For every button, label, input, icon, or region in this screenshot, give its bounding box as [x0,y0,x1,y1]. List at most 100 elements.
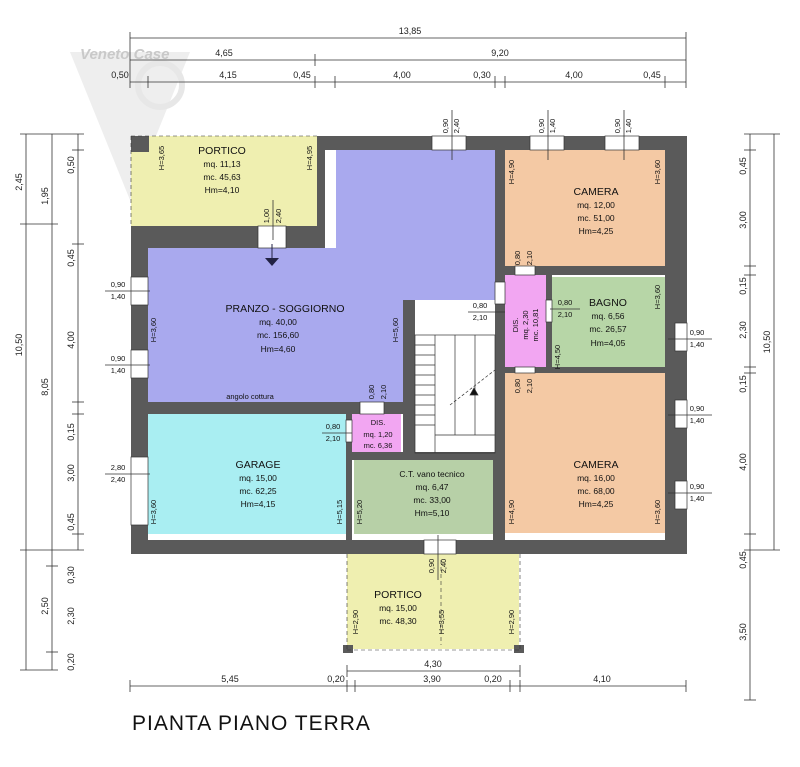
walls [131,136,687,653]
svg-text:H=3,60: H=3,60 [149,500,158,524]
svg-text:mq. 1,20: mq. 1,20 [363,430,392,439]
svg-text:mq. 2,30: mq. 2,30 [521,310,530,339]
dim-top-row3-6: 0,45 [643,70,661,80]
svg-text:0,90: 0,90 [111,280,126,289]
dim-left-mid-4: 0,20 [66,653,76,671]
dim-top-row2-0: 4,65 [215,48,233,58]
svg-text:Hm=4,60: Hm=4,60 [261,344,296,354]
dim-top-row3-4: 0,30 [473,70,491,80]
svg-text:H=4,50: H=4,50 [553,345,562,369]
room-camera-bottom: CAMERA mq. 16,00 mc. 68,00 Hm=4,25 [574,459,619,509]
svg-text:0,90: 0,90 [690,404,705,413]
staircase [414,334,496,454]
room-name: GARAGE [236,459,281,471]
svg-text:mc. 10,81: mc. 10,81 [531,309,540,342]
svg-text:mc. 6,36: mc. 6,36 [364,441,393,450]
dis-left-fill [352,414,401,452]
dim-right-inner-2: 0,15 [738,277,748,295]
height-labels: H=3,65 H=4,95 H=4,90 H=3,60 H=3,60 H=5,6… [149,146,662,634]
dim-left-inner-5: 0,45 [66,513,76,531]
dim-left-inner-4: 3,00 [66,464,76,482]
svg-text:2,40: 2,40 [111,475,126,484]
dim-left-outer-2: 2,50 [40,597,50,615]
svg-text:2,10: 2,10 [558,310,573,319]
svg-text:0,90: 0,90 [441,119,450,134]
dim-right-inner-5: 4,00 [738,453,748,471]
svg-text:2,10: 2,10 [473,313,488,322]
dim-bottom-row2-0: 5,45 [221,674,239,684]
dim-bottom-row2-1: 0,20 [327,674,345,684]
watermark-text: Veneto Case [80,46,170,63]
dim-right-inner-1: 3,00 [738,211,748,229]
opening-labels: 0,90 2,40 0,90 1,40 0,90 1,40 1,00 2,40 … [105,110,712,580]
ct-fill [354,460,493,534]
dim-bottom-row2-3: 0,20 [484,674,502,684]
dimensions-top: 13,85 4,65 9,20 0,50 4,15 0,45 4,00 0,30… [111,26,687,88]
dim-right-inner-3: 2,30 [738,321,748,339]
dim-left-outer-1: 10,50 [14,334,24,357]
svg-text:mq. 40,00: mq. 40,00 [259,317,297,327]
room-name: CAMERA [574,186,619,198]
svg-text:0,90: 0,90 [427,559,436,574]
dim-left-inner-1: 0,45 [66,249,76,267]
svg-text:1,40: 1,40 [690,340,705,349]
dimensions-bottom: 4,30 5,45 0,20 3,90 0,20 4,10 [129,659,687,692]
dim-left-mid-3: 2,30 [66,607,76,625]
dim-top-row3-1: 4,15 [219,70,237,80]
dimensions-right: 0,45 3,00 0,15 2,30 0,15 4,00 0,45 3,50 … [738,133,780,701]
dim-right-outer: 10,50 [762,331,772,354]
room-dis-right: DIS. mq. 2,30 mc. 10,81 [511,309,540,342]
svg-text:Hm=4,10: Hm=4,10 [205,185,240,195]
svg-text:2,40: 2,40 [439,559,448,574]
room-name: C.T. vano tecnico [399,469,464,479]
room-name: DIS. [371,418,386,427]
entry-arrow [265,244,279,266]
svg-text:0,90: 0,90 [111,354,126,363]
svg-text:H=2,90: H=2,90 [507,610,516,634]
svg-text:0,90: 0,90 [690,482,705,491]
camera-bottom-fill [505,373,665,533]
svg-text:mq. 15,00: mq. 15,00 [239,473,277,483]
svg-text:Hm=5,10: Hm=5,10 [415,508,450,518]
dim-right-inner-6: 0,45 [738,551,748,569]
svg-text:mq. 15,00: mq. 15,00 [379,603,417,613]
svg-text:Hm=4,05: Hm=4,05 [591,338,626,348]
svg-text:H=2,90: H=2,90 [351,610,360,634]
room-name: CAMERA [574,459,619,471]
svg-text:H=5,15: H=5,15 [335,500,344,524]
svg-text:H=3,60: H=3,60 [653,285,662,309]
svg-text:mc. 48,30: mc. 48,30 [379,616,417,626]
camera-top-fill [505,150,665,266]
portico-top-fill [131,136,317,226]
svg-text:0,80: 0,80 [367,385,376,400]
room-dis-left: DIS. mq. 1,20 mc. 6,36 [363,418,392,450]
portico-outline [130,135,521,651]
svg-text:mq. 16,00: mq. 16,00 [577,473,615,483]
dimensions-left: 2,45 10,50 2,50 1,95 8,05 0,30 2,30 0,20… [14,133,84,671]
watermark-logo [70,52,190,200]
svg-text:Hm=4,25: Hm=4,25 [579,226,614,236]
room-garage: GARAGE mq. 15,00 mc. 62,25 Hm=4,15 [236,459,281,509]
room-pranzo-soggiorno: PRANZO - SOGGIORNO mq. 40,00 mc. 156,60 … [225,303,344,401]
dim-left-inner-0: 0,50 [66,156,76,174]
svg-text:2,40: 2,40 [274,209,283,224]
svg-text:0,90: 0,90 [690,328,705,337]
svg-text:mc. 45,63: mc. 45,63 [203,172,241,182]
svg-text:H=3,60: H=3,60 [149,318,158,342]
svg-text:2,10: 2,10 [379,385,388,400]
svg-text:H=4,95: H=4,95 [305,146,314,170]
svg-text:mc. 51,00: mc. 51,00 [577,213,615,223]
dim-left-outer-0: 2,45 [14,173,24,191]
bagno-fill [552,277,665,367]
dim-left-inner-2: 4,00 [66,331,76,349]
svg-text:1,40: 1,40 [548,119,557,134]
dim-right-inner-4: 0,15 [738,375,748,393]
svg-text:mq. 6,56: mq. 6,56 [591,311,624,321]
svg-text:Hm=4,15: Hm=4,15 [241,499,276,509]
dim-left-inner-3: 0,15 [66,423,76,441]
svg-text:1,40: 1,40 [111,292,126,301]
svg-text:0,80: 0,80 [473,301,488,310]
room-portico-top: PORTICO mq. 11,13 mc. 45,63 Hm=4,10 [198,145,246,195]
room-name: PRANZO - SOGGIORNO [225,303,344,315]
dim-bottom-row2-4: 4,10 [593,674,611,684]
